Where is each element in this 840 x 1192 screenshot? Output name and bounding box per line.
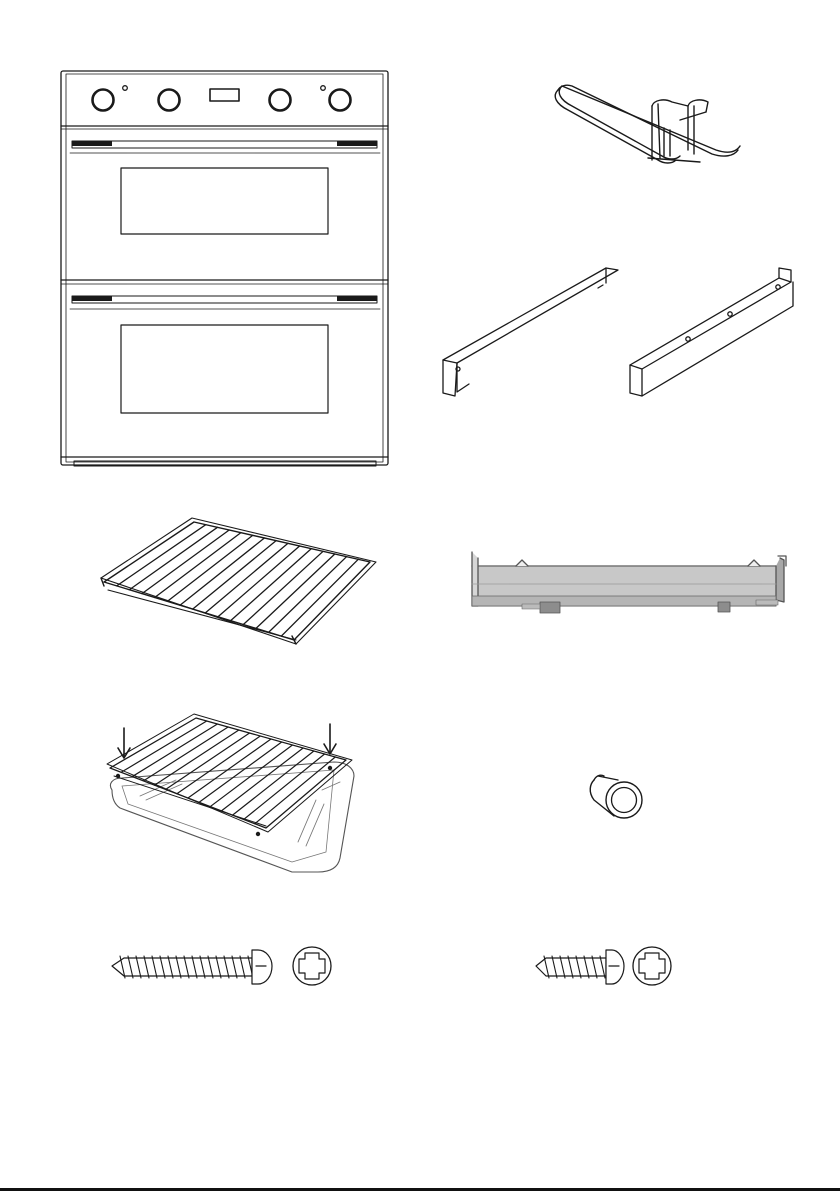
screw-thread [600,956,605,978]
shelf-wire [155,533,241,598]
long-screw-icon [112,947,331,985]
shelf-wire [129,527,217,589]
screw-thread [592,956,597,978]
tray-shelf-wire [233,751,314,815]
shelf-wire [167,535,252,601]
shelf-wire [142,530,229,594]
screw-thread [168,956,173,978]
screw-thread [152,956,157,978]
tray-shelf-wire [188,739,271,798]
shelf-wire [193,541,276,609]
shelf-wire [117,525,206,586]
support-bar-icon [472,552,786,613]
tray-shelf-wire [210,745,292,807]
tray-shelf-wire [221,748,303,811]
shelf-wire [243,551,323,624]
tray-shelf-wire [121,721,207,772]
screw-thread [584,956,589,978]
screw-thread [200,956,205,978]
shelf-wire [205,543,288,613]
page-bottom-rule [0,1188,840,1191]
screw-thread [232,956,237,978]
double-oven-icon [61,71,388,466]
tray-shelf-wire [244,754,325,819]
screw-thread [208,956,213,978]
shelf-wire [180,538,264,605]
screw-thread [136,956,141,978]
shelf-wire [256,554,335,628]
short-screw-icon [536,947,671,985]
screw-thread [224,956,229,978]
screw-thread [240,956,245,978]
tray-shelf-wire [132,724,217,777]
tray-shelf-wire [199,742,282,802]
screw-thread [568,956,573,978]
shelf-wire [218,546,300,617]
screw-thread [192,956,197,978]
spacer-sleeve-icon [590,775,642,818]
screw-thread [144,956,149,978]
screw-thread [160,956,165,978]
screw-thread [128,956,133,978]
shelf-on-tray-icon [107,714,354,872]
shelf-wire [231,549,312,621]
screw-thread [184,956,189,978]
screw-thread [216,956,221,978]
screw-thread [176,956,181,978]
screw-thread [576,956,581,978]
shelf-wire [281,559,358,636]
angle-trim-pair-icon [443,268,793,396]
tray-shelf-wire [166,733,250,789]
tray-shelf-wire [177,736,260,794]
screw-thread [560,956,565,978]
wire-rack-guide-icon [555,85,740,163]
screw-thread [552,956,557,978]
shelf-wire [269,557,347,633]
wire-shelf-icon [101,518,376,644]
tray-shelf-wire [155,730,239,785]
